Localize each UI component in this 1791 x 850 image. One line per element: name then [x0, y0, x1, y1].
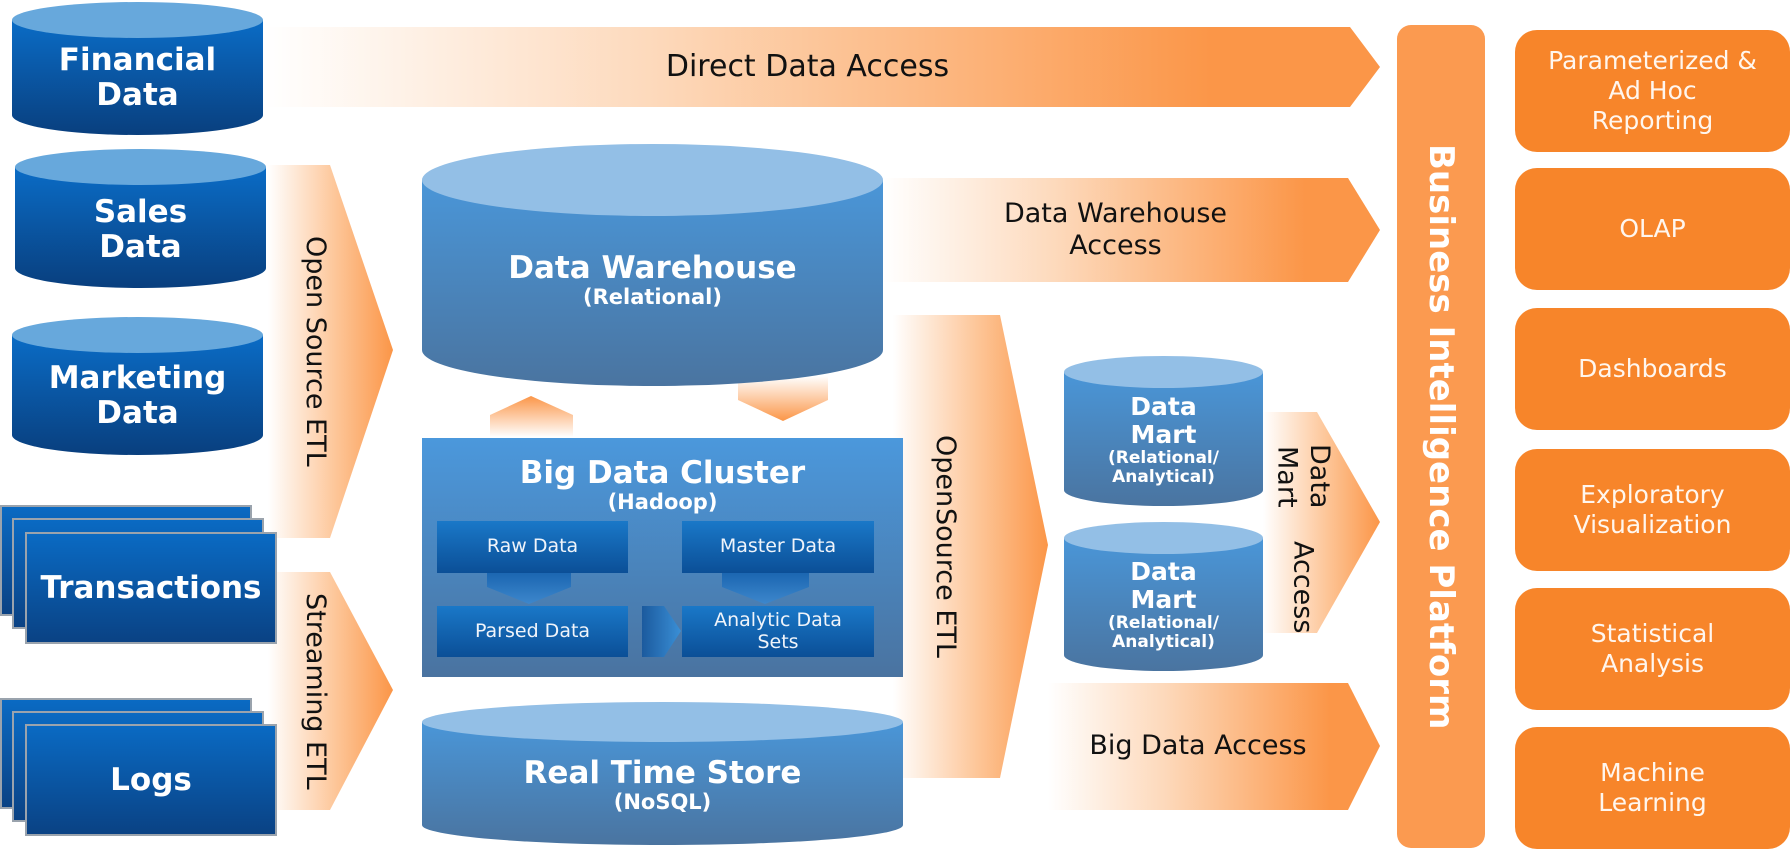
open-source-etl-mid-line-2: Source ETL [930, 507, 962, 658]
dw-access-line-1: Data Warehouse [1003, 197, 1228, 229]
financial-data-label: Financial Data [12, 30, 263, 125]
marketing-data-cylinder [12, 317, 263, 455]
capability-reporting-line-2: Ad Hoc [1608, 76, 1697, 105]
transactions-card-front [25, 532, 277, 644]
big-data-access-arrow [1048, 683, 1380, 810]
capability-exploratory-line-1: Exploratory [1580, 480, 1725, 509]
capability-reporting: Parameterized & Ad Hoc Reporting [1515, 30, 1790, 152]
bi-platform-bar [1397, 25, 1485, 848]
capability-statistical-line-1: Statistical [1590, 619, 1715, 648]
capability-dashboards-text: Dashboards [1578, 354, 1727, 383]
transactions-label: Transactions [40, 569, 262, 606]
master-data-stage: Master Data [682, 521, 874, 573]
data-warehouse-label: Data Warehouse (Relational) [422, 240, 883, 320]
data-mart-2-cylinder [1064, 522, 1263, 671]
direct-data-access-label: Direct Data Access [665, 49, 950, 84]
real-time-store-subtitle: (NoSQL) [613, 789, 712, 814]
data-mart-access-line-1: Data Mart [1271, 444, 1335, 509]
capability-reporting-line-3: Reporting [1591, 106, 1714, 135]
data-mart-1-subtitle-line-2: Analytical) [1112, 467, 1215, 487]
streaming-etl-label: Streaming ETL [300, 592, 332, 790]
data-mart-1-cylinder [1064, 356, 1263, 506]
capability-machine-learning-line-2: Learning [1598, 788, 1707, 817]
dw-access-label: Data Warehouse Access [883, 178, 1348, 282]
raw-data-stage: Raw Data [437, 521, 628, 573]
capability-statistical-line-2: Analysis [1600, 649, 1704, 678]
data-warehouse-title: Data Warehouse [508, 249, 797, 286]
marketing-data-line-1: Marketing [48, 359, 227, 396]
analytic-data-sets-line-2: Sets [757, 630, 799, 653]
financial-data-line-2: Data [96, 76, 179, 113]
sales-data-label: Sales Data [15, 182, 266, 277]
analytic-data-sets-line-1: Analytic Data [714, 608, 842, 631]
dw-access-arrow [883, 178, 1380, 282]
financial-data-cylinder [12, 2, 263, 135]
data-mart-1-title-line-2: Mart [1130, 419, 1197, 449]
sales-data-cylinder [15, 149, 266, 288]
capability-dashboards: Dashboards [1515, 308, 1790, 430]
capability-reporting-line-1: Parameterized & [1548, 46, 1757, 75]
capability-exploratory-visualization: Exploratory Visualization [1515, 449, 1790, 571]
parsed-data-stage: Parsed Data [437, 606, 628, 657]
data-warehouse-cylinder [422, 144, 883, 386]
big-data-cluster-label: Big Data Cluster (Hadoop) [422, 448, 903, 523]
dw-access-line-2: Access [1069, 230, 1162, 261]
open-source-etl-left-arrow [268, 165, 393, 538]
data-mart-2-title-line-2: Mart [1130, 584, 1197, 614]
data-mart-access-arrow [1263, 412, 1380, 633]
open-source-etl-mid-line-1: Open [930, 435, 962, 508]
analytic-data-sets-stage: Analytic Data Sets [682, 606, 874, 657]
capability-olap-text: OLAP [1619, 214, 1686, 243]
sales-data-line-1: Sales [93, 193, 188, 230]
marketing-data-label: Marketing Data [12, 348, 263, 443]
capability-machine-learning-line-1: Machine [1600, 758, 1705, 787]
real-time-store-title: Real Time Store [523, 754, 802, 791]
open-source-etl-left-label: Open Source ETL [300, 236, 332, 467]
marketing-data-line-2: Data [96, 394, 179, 431]
master-to-analytic-chevron [722, 573, 809, 604]
bi-platform-label: Business Intelligence Platform [1421, 143, 1462, 730]
big-data-cluster-title: Big Data Cluster [519, 455, 806, 492]
data-warehouse-subtitle: (Relational) [583, 284, 722, 309]
data-mart-access-line-2: Access [1287, 540, 1319, 633]
open-source-etl-mid-arrow [893, 315, 1048, 778]
raw-to-parsed-chevron [487, 573, 571, 604]
financial-data-line-1: Financial [58, 41, 217, 78]
capability-statistical-analysis: Statistical Analysis [1515, 588, 1790, 710]
open-source-etl-mid-label: Open Source ETL [905, 315, 985, 778]
data-mart-2-subtitle-line-1: (Relational/ [1108, 612, 1219, 633]
data-mart-2-label: Data Mart (Relational/ Analytical) [1064, 545, 1263, 665]
data-mart-1-subtitle-line-1: (Relational/ [1108, 447, 1219, 468]
streaming-etl-arrow [268, 572, 393, 810]
capability-olap: OLAP [1515, 168, 1790, 290]
data-mart-1-label: Data Mart (Relational/ Analytical) [1064, 380, 1263, 500]
data-mart-2-subtitle-line-2: Analytical) [1112, 632, 1215, 652]
data-mart-access-label: Data Mart Access [1265, 412, 1340, 633]
to-warehouse-arrow [490, 396, 573, 437]
big-data-cluster-subtitle: (Hadoop) [607, 490, 718, 515]
logs-label: Logs [110, 761, 192, 798]
logs-card-front [25, 724, 277, 836]
capability-exploratory-line-2: Visualization [1573, 510, 1732, 539]
parsed-to-analytic-chevron [642, 606, 681, 657]
data-mart-2-title-line-1: Data [1130, 556, 1197, 586]
big-data-access-label: Big Data Access [1089, 730, 1307, 762]
sales-data-line-2: Data [99, 228, 182, 265]
capability-machine-learning: Machine Learning [1515, 727, 1790, 849]
real-time-store-label: Real Time Store (NoSQL) [422, 745, 903, 825]
real-time-store-cylinder [422, 702, 903, 845]
direct-data-access-arrow [265, 27, 1380, 107]
from-warehouse-arrow [738, 376, 828, 421]
data-mart-1-title-line-1: Data [1130, 391, 1197, 421]
